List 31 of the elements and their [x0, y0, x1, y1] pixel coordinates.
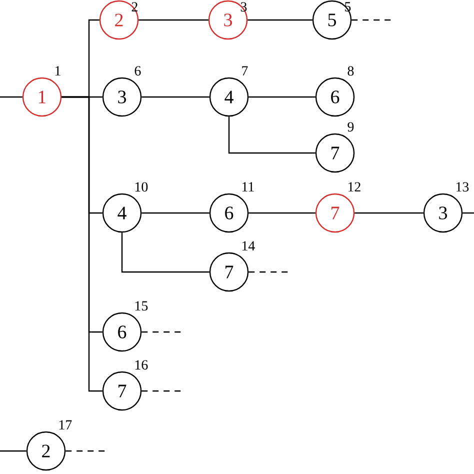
connector-line	[62, 96, 102, 392]
node-number: 8	[348, 66, 354, 76]
node-number: 17	[59, 420, 72, 430]
connector-line	[228, 116, 316, 154]
node-number: 16	[135, 360, 148, 370]
connector-line	[66, 450, 105, 452]
node-number: 12	[348, 182, 360, 192]
connector-line	[0, 450, 26, 452]
node-number: 10	[135, 182, 148, 192]
node-number: 13	[456, 182, 469, 192]
connector-line	[142, 390, 181, 392]
connector-line	[0, 96, 22, 98]
connector-line	[121, 232, 210, 273]
connector-line	[354, 212, 424, 214]
node-number: 7	[242, 66, 248, 76]
connector-line	[248, 271, 288, 273]
node-number: 11	[242, 182, 254, 192]
connector-line	[142, 331, 181, 333]
connector-line	[248, 19, 312, 21]
connector-line	[248, 212, 316, 214]
connector-line	[138, 19, 208, 21]
connector-line	[462, 212, 474, 214]
connector-line	[142, 96, 210, 98]
node-number: 14	[242, 241, 255, 250]
node-number: 1	[55, 66, 60, 76]
connector-line	[352, 19, 391, 21]
connector-line	[248, 96, 316, 98]
node-number: 9	[348, 122, 354, 132]
node-number: 15	[135, 301, 148, 311]
node-number: 6	[134, 66, 141, 76]
connector-line	[142, 212, 210, 214]
